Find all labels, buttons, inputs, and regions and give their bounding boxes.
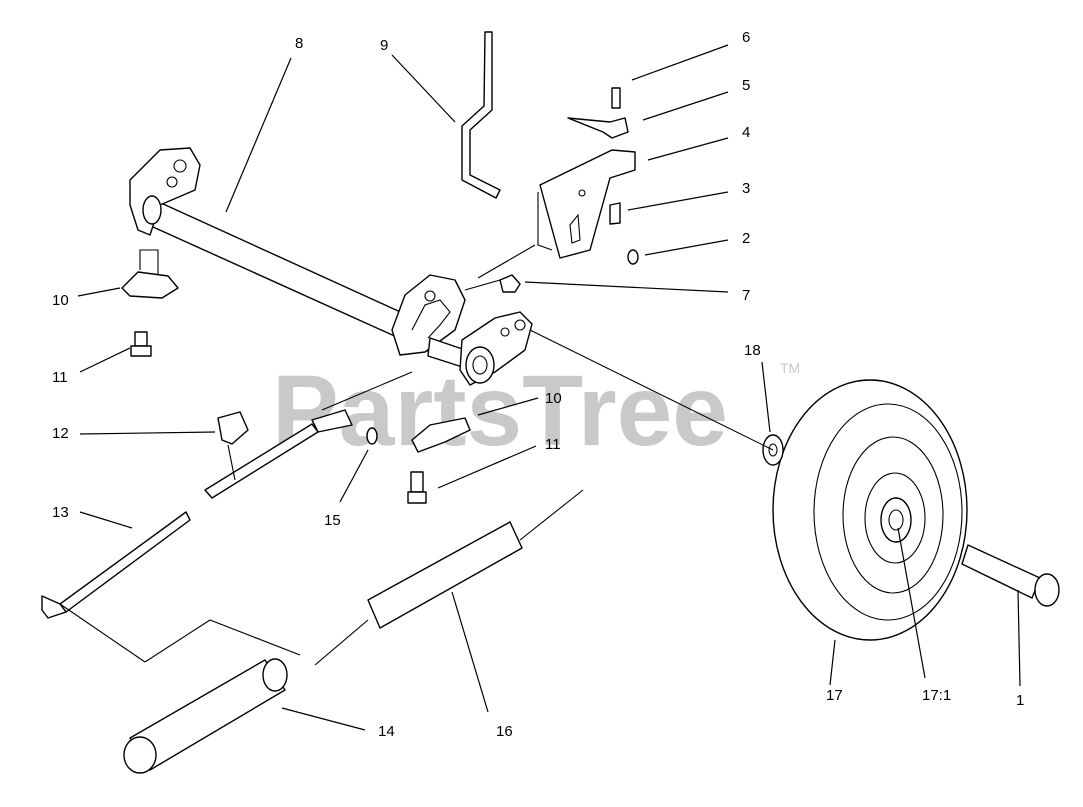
part-6-screw (611, 87, 621, 109)
callout-17-1: 17:1 (922, 687, 951, 704)
part-10-clip-right (411, 417, 471, 453)
callout-16: 16 (496, 723, 513, 740)
callout-13: 13 (52, 504, 69, 521)
callout-9: 9 (380, 37, 388, 54)
part-16-spring (314, 489, 584, 666)
part-3-bolt (609, 202, 621, 225)
callout-labels: 8 9 6 5 4 3 2 7 10 11 18 12 10 11 15 13 … (52, 29, 1024, 740)
callout-14: 14 (378, 723, 395, 740)
part-15-ring (366, 427, 378, 445)
callout-11-left: 11 (52, 369, 68, 386)
part-11-bolt-left (130, 331, 152, 357)
part-17-wheel (772, 379, 968, 641)
part-5-spring-clip (567, 117, 629, 139)
leader-lines (77, 44, 1021, 731)
callout-3: 3 (742, 180, 750, 197)
watermark-text: PartsTree (272, 355, 728, 467)
callout-5: 5 (742, 77, 750, 94)
part-4-bracket (537, 149, 636, 259)
callout-17: 17 (826, 687, 843, 704)
part-17-1-hub (880, 497, 912, 543)
assembly-lines (59, 244, 774, 663)
callout-8: 8 (295, 35, 303, 52)
part-14-cylinder (123, 658, 288, 774)
part-1-bolt (961, 544, 1060, 607)
part-9-rod (461, 31, 501, 199)
callout-10-right: 10 (545, 390, 562, 407)
part-7-nut (499, 274, 521, 293)
part-12-bushing (217, 411, 249, 445)
watermark-trademark: TM (780, 360, 800, 376)
part-shift-link (204, 409, 353, 499)
callout-10-left: 10 (52, 292, 69, 309)
callout-6: 6 (742, 29, 750, 46)
callout-2: 2 (742, 230, 750, 247)
part-11-bolt-right (407, 471, 427, 504)
part-10-clip-left (121, 249, 179, 299)
callout-15: 15 (324, 512, 341, 529)
callout-4: 4 (742, 124, 750, 141)
callout-7: 7 (742, 287, 750, 304)
callout-12: 12 (52, 425, 69, 442)
part-8-axle-assembly (129, 147, 533, 386)
callout-11-right: 11 (545, 436, 561, 453)
part-2-washer (627, 249, 639, 265)
part-13-rod (41, 511, 191, 619)
callout-18: 18 (744, 342, 761, 359)
callout-1: 1 (1016, 692, 1024, 709)
